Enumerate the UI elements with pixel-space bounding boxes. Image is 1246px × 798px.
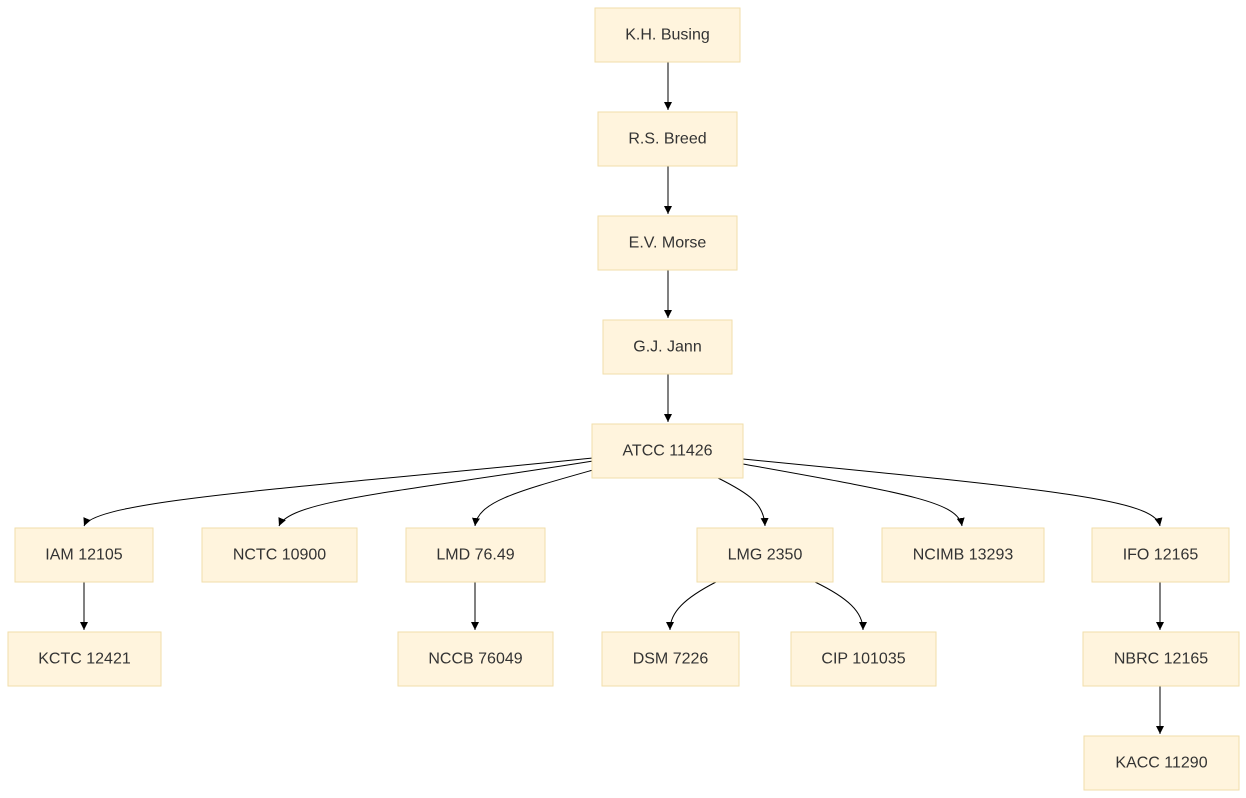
node-cip-101035: CIP 101035 — [790, 631, 937, 687]
edge-atcc-11426-to-lmg-2350 — [717, 477, 769, 527]
node-kh-busing: K.H. Busing — [594, 7, 741, 63]
node-kacc-11290: KACC 11290 — [1083, 735, 1240, 791]
edges — [80, 62, 1164, 734]
node-label: KCTC 12421 — [38, 651, 131, 668]
node-kctc-12421: KCTC 12421 — [7, 631, 162, 687]
node-label: G.J. Jann — [633, 339, 701, 356]
node-ev-morse: E.V. Morse — [597, 215, 738, 271]
edge-atcc-11426-to-ifo-12165 — [742, 458, 1163, 527]
node-label: R.S. Breed — [628, 131, 706, 148]
node-label: IFO 12165 — [1123, 547, 1199, 564]
node-label: NBRC 12165 — [1114, 651, 1208, 668]
nodes: K.H. Busing R.S. Breed E.V. Morse G.J. J… — [7, 7, 1240, 791]
node-atcc-11426: ATCC 11426 — [591, 423, 744, 479]
node-gj-jann: G.J. Jann — [602, 319, 733, 375]
node-label: KACC 11290 — [1115, 755, 1207, 772]
node-label: NCTC 10900 — [233, 547, 326, 564]
node-lmg-2350: LMG 2350 — [696, 527, 834, 583]
node-dsm-7226: DSM 7226 — [601, 631, 740, 687]
node-rs-breed: R.S. Breed — [597, 111, 738, 167]
node-label: LMG 2350 — [728, 547, 803, 564]
node-lmd-76-49: LMD 76.49 — [405, 527, 546, 583]
node-label: NCIMB 13293 — [913, 547, 1014, 564]
edge-atcc-11426-to-iam-12105 — [83, 457, 594, 527]
edge-lmg-2350-to-cip-101035 — [814, 581, 867, 631]
node-label: IAM 12105 — [45, 547, 122, 564]
edge-lmg-2350-to-dsm-7226 — [666, 581, 717, 631]
node-label: CIP 101035 — [821, 651, 905, 668]
node-label: LMD 76.49 — [436, 547, 514, 564]
node-ifo-12165: IFO 12165 — [1091, 527, 1230, 583]
node-iam-12105: IAM 12105 — [14, 527, 154, 583]
node-nctc-10900: NCTC 10900 — [201, 527, 358, 583]
node-ncimb-13293: NCIMB 13293 — [881, 527, 1045, 583]
node-nbrc-12165: NBRC 12165 — [1082, 631, 1240, 687]
node-label: ATCC 11426 — [622, 443, 712, 460]
edge-atcc-11426-to-nctc-10900 — [278, 460, 594, 527]
node-label: NCCB 76049 — [428, 651, 522, 668]
node-label: K.H. Busing — [625, 27, 709, 44]
edge-atcc-11426-to-ncimb-13293 — [742, 463, 965, 527]
edge-atcc-11426-to-lmd-76-49 — [472, 469, 594, 527]
node-label: E.V. Morse — [629, 235, 707, 252]
node-nccb-76049: NCCB 76049 — [397, 631, 554, 687]
node-label: DSM 7226 — [633, 651, 709, 668]
